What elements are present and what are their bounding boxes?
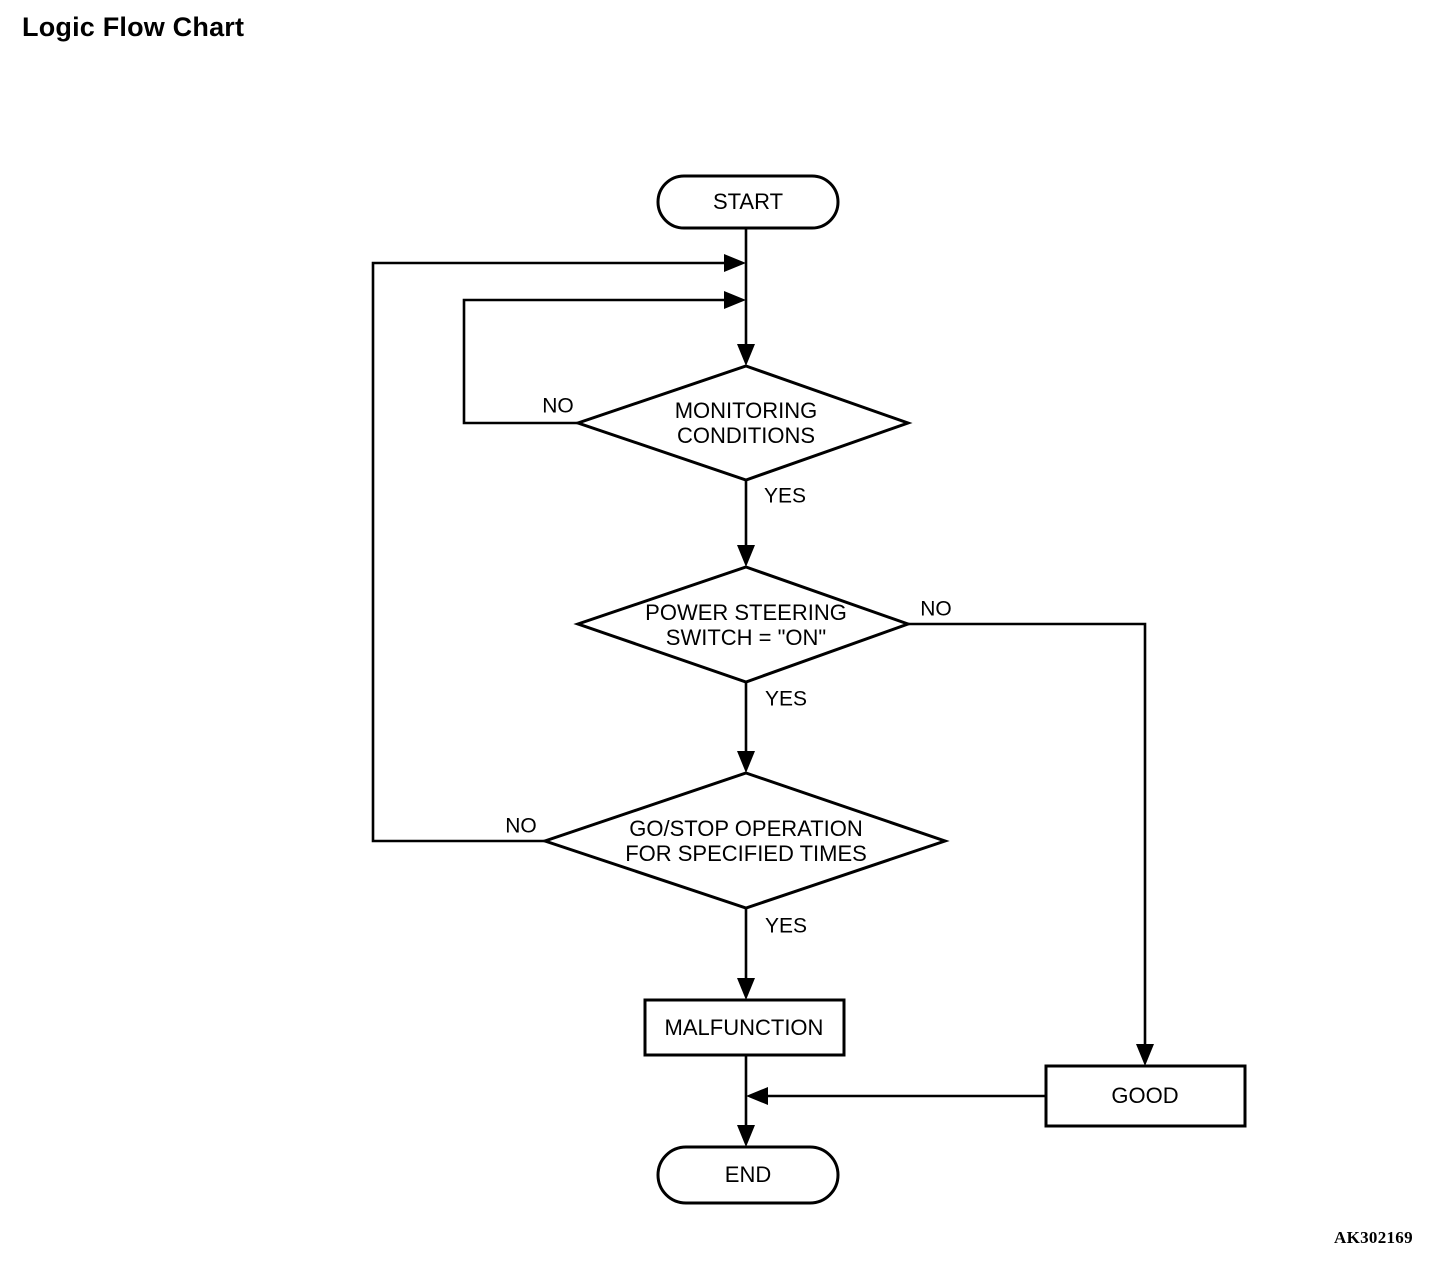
node-good[interactable]: GOOD xyxy=(1044,1064,1247,1128)
node-gostop-operation[interactable]: GO/STOP OPERATION FOR SPECIFIED TIMES xyxy=(540,771,950,910)
node-monitoring-conditions[interactable]: MONITORING CONDITIONS xyxy=(573,364,913,482)
branch-label-gostop-no: NO xyxy=(505,815,537,838)
edge-psswitch-yes xyxy=(737,682,755,773)
edge-start-to-monitoring xyxy=(737,228,755,366)
node-power-steering-switch[interactable]: POWER STEERING SWITCH = "ON" xyxy=(573,565,913,684)
edge-gostop-yes xyxy=(737,908,755,1000)
page-title: Logic Flow Chart xyxy=(22,12,245,42)
node-malfunction[interactable]: MALFUNCTION xyxy=(643,998,846,1057)
node-malfunction-label: MALFUNCTION xyxy=(665,1015,824,1040)
edge-malfunction-to-end xyxy=(737,1055,755,1147)
figure-code: AK302169 xyxy=(1334,1228,1413,1247)
edge-good-to-end xyxy=(746,1087,1046,1105)
edge-monitoring-yes xyxy=(737,480,755,567)
node-psswitch-label-line1: POWER STEERING xyxy=(645,600,847,625)
edge-monitoring-no-loop xyxy=(462,291,746,425)
edge-gostop-no-loop xyxy=(371,254,746,843)
node-start-label: START xyxy=(713,189,783,214)
node-gostop-label-line1: GO/STOP OPERATION xyxy=(629,816,863,841)
branch-label-psswitch-yes: YES xyxy=(765,688,807,711)
node-end-label: END xyxy=(725,1162,771,1187)
edge-psswitch-no xyxy=(908,622,1154,1066)
branch-label-monitoring-no: NO xyxy=(542,395,574,418)
node-good-label: GOOD xyxy=(1111,1083,1178,1108)
branch-label-psswitch-no: NO xyxy=(920,598,952,621)
branch-label-gostop-yes: YES xyxy=(765,915,807,938)
node-start[interactable]: START xyxy=(656,174,840,230)
node-monitoring-label-line1: MONITORING xyxy=(675,398,818,423)
node-monitoring-label-line2: CONDITIONS xyxy=(677,423,815,448)
node-gostop-label-line2: FOR SPECIFIED TIMES xyxy=(625,841,867,866)
branch-label-monitoring-yes: YES xyxy=(764,485,806,508)
node-end[interactable]: END xyxy=(656,1145,840,1205)
node-psswitch-label-line2: SWITCH = "ON" xyxy=(666,625,826,650)
